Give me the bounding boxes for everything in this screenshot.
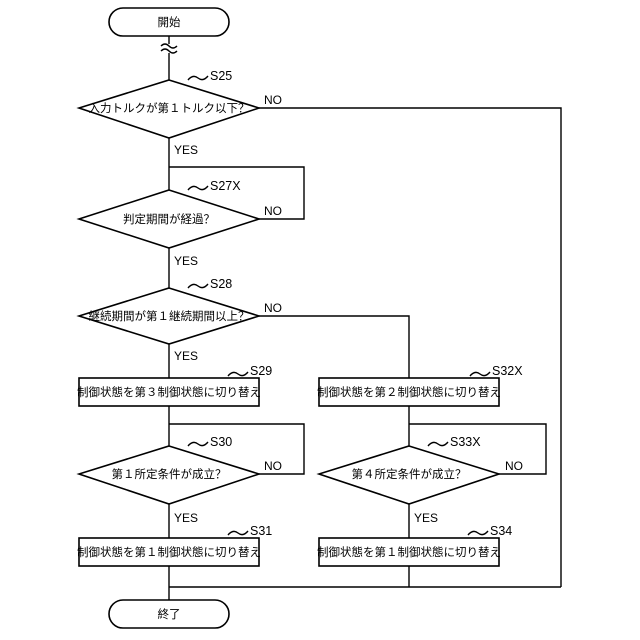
decision-s27x-text: 判定期間が経過？	[123, 212, 215, 226]
process-s31-text: 制御状態を第１制御状態に切り替え	[77, 545, 261, 559]
decision-s25: 入力トルクが第１トルク以下？ S25 NO YES	[79, 69, 282, 157]
start-node: 開始	[109, 8, 229, 36]
decision-s28: 継続期間が第１継続期間以上？ S28 NO YES	[79, 277, 282, 363]
s30-yes-label: YES	[174, 511, 198, 525]
s28-no-label: NO	[264, 301, 282, 315]
process-s31: 制御状態を第１制御状態に切り替え S31	[77, 524, 272, 566]
decision-s28-text: 継続期間が第１継続期間以上？	[89, 309, 250, 323]
step-id-s27x: S27X	[210, 179, 241, 193]
start-label: 開始	[158, 15, 181, 29]
s27x-yes-label: YES	[174, 254, 198, 268]
decision-s30: 第１所定条件が成立？ S30 NO YES	[79, 435, 282, 525]
s27x-no-label: NO	[264, 204, 282, 218]
decision-s30-text: 第１所定条件が成立？	[112, 467, 227, 481]
decision-s25-text: 入力トルクが第１トルク以下？	[89, 101, 250, 115]
step-id-s34: S34	[490, 524, 512, 538]
decision-s33x: 第４所定条件が成立？ S33X NO YES	[319, 435, 523, 525]
s25-no-label: NO	[264, 93, 282, 107]
step-id-s33x: S33X	[450, 435, 481, 449]
s33x-no-label: NO	[505, 459, 523, 473]
process-s29-text: 制御状態を第３制御状態に切り替え	[77, 385, 261, 399]
decision-s27x: 判定期間が経過？ S27X NO YES	[79, 179, 282, 268]
decision-s33x-text: 第４所定条件が成立？	[352, 467, 467, 481]
process-s34-text: 制御状態を第１制御状態に切り替え	[317, 545, 501, 559]
end-node: 終了	[109, 600, 229, 628]
process-s32x: 制御状態を第２制御状態に切り替え S32X	[317, 364, 523, 406]
s30-no-label: NO	[264, 459, 282, 473]
s33x-yes-label: YES	[414, 511, 438, 525]
end-label: 終了	[158, 607, 181, 621]
step-id-s31: S31	[250, 524, 272, 538]
step-id-s28: S28	[210, 277, 232, 291]
process-s32x-text: 制御状態を第２制御状態に切り替え	[317, 385, 501, 399]
process-s34: 制御状態を第１制御状態に切り替え S34	[317, 524, 512, 566]
process-s29: 制御状態を第３制御状態に切り替え S29	[77, 364, 272, 406]
s28-yes-label: YES	[174, 349, 198, 363]
step-id-s32x: S32X	[492, 364, 523, 378]
step-id-s30: S30	[210, 435, 232, 449]
step-id-s29: S29	[250, 364, 272, 378]
s25-yes-label: YES	[174, 143, 198, 157]
step-id-s25: S25	[210, 69, 232, 83]
